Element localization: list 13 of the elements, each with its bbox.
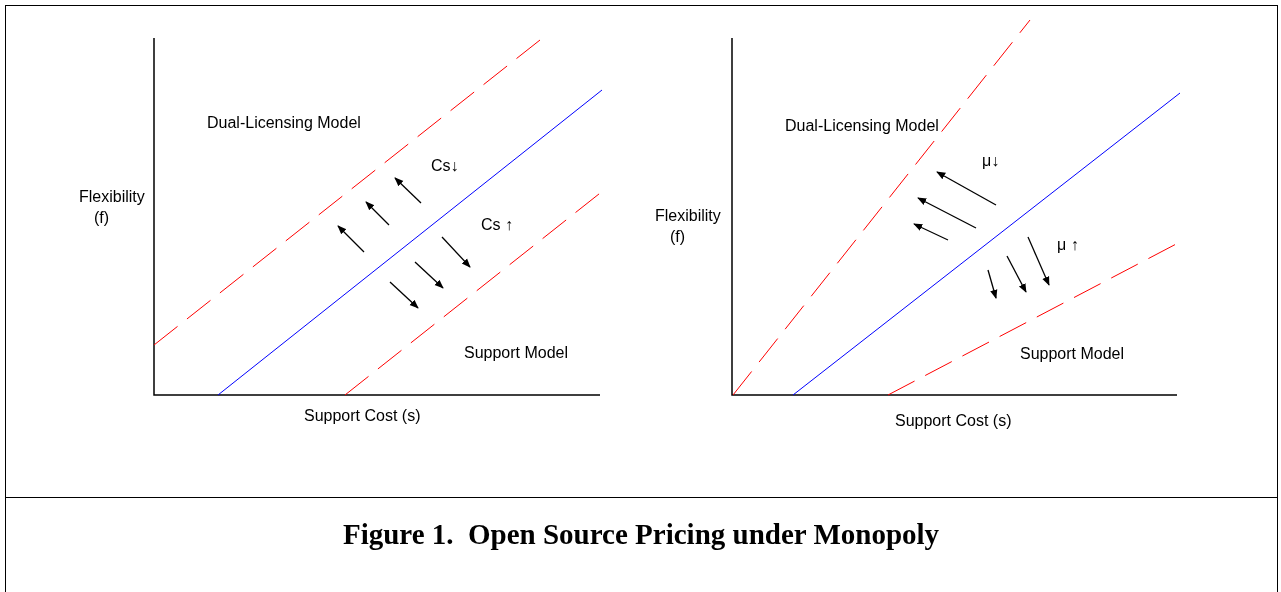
chart-label: Cs↓ (431, 156, 459, 176)
chart-label: Support Model (464, 343, 569, 363)
chart-label: Support Model (1020, 344, 1125, 364)
figure-caption: Figure 1. Open Source Pricing under Monopoly (341, 518, 941, 551)
chart-label: Cs ↑ (481, 215, 513, 235)
chart-label: Dual-Licensing Model (207, 113, 361, 133)
chart-label: Support Cost (s) (895, 411, 1012, 431)
chart-label: μ ↑ (1057, 235, 1079, 255)
chart-label: Flexibility (f) (655, 206, 721, 247)
chart-label: Dual-Licensing Model (785, 116, 939, 136)
chart-label: Support Cost (s) (304, 406, 421, 426)
chart-label: μ↓ (982, 151, 1000, 171)
chart-label: Flexibility (f) (79, 187, 145, 228)
